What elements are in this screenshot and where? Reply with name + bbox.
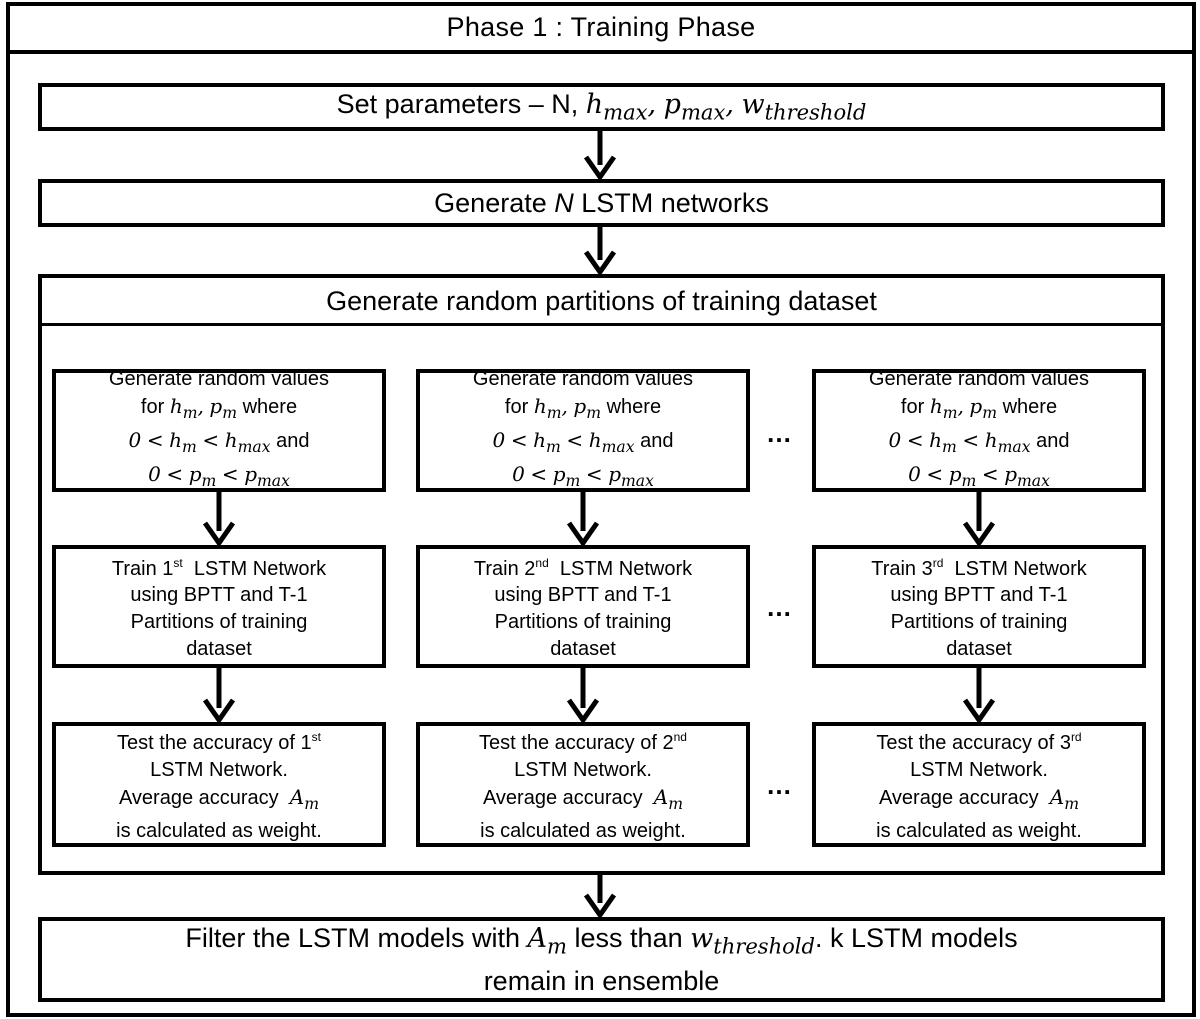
ellipsis-more-columns: …: [766, 418, 793, 448]
arrow-params-to-generate: [583, 131, 617, 182]
generate-networks-text: Generate N LSTM networks: [434, 187, 769, 218]
arrow-train-to-test-second: [566, 668, 600, 725]
arrow-random-to-train-second: [566, 492, 600, 548]
partitions-divider: [42, 323, 1161, 326]
set-parameters-box: Set parameters – N, hmax, pmax, wthresho…: [38, 83, 1165, 131]
title-divider: [6, 50, 1196, 54]
arrow-random-to-train-third: [962, 492, 996, 548]
arrow-random-to-train-first: [202, 492, 236, 548]
partitions-title: Generate random partitions of training d…: [326, 285, 877, 316]
ellipsis-more-columns: …: [766, 592, 793, 622]
phase-title: Phase 1 : Training Phase: [446, 11, 756, 42]
ellipsis-more-columns: …: [766, 770, 793, 800]
arrow-partitions-to-filter: [583, 875, 617, 920]
arrow-generate-to-partitions: [583, 227, 617, 277]
arrow-train-to-test-third: [962, 668, 996, 725]
set-parameters-text: Set parameters – N, hmax, pmax, wthresho…: [336, 89, 867, 125]
filter-models-box: Filter the LSTM models with Am less than…: [38, 917, 1165, 1002]
arrow-train-to-test-first: [202, 668, 236, 725]
generate-networks-box: Generate N LSTM networks: [38, 179, 1165, 227]
filter-models-text: Filter the LSTM models with Am less than…: [185, 923, 1018, 996]
